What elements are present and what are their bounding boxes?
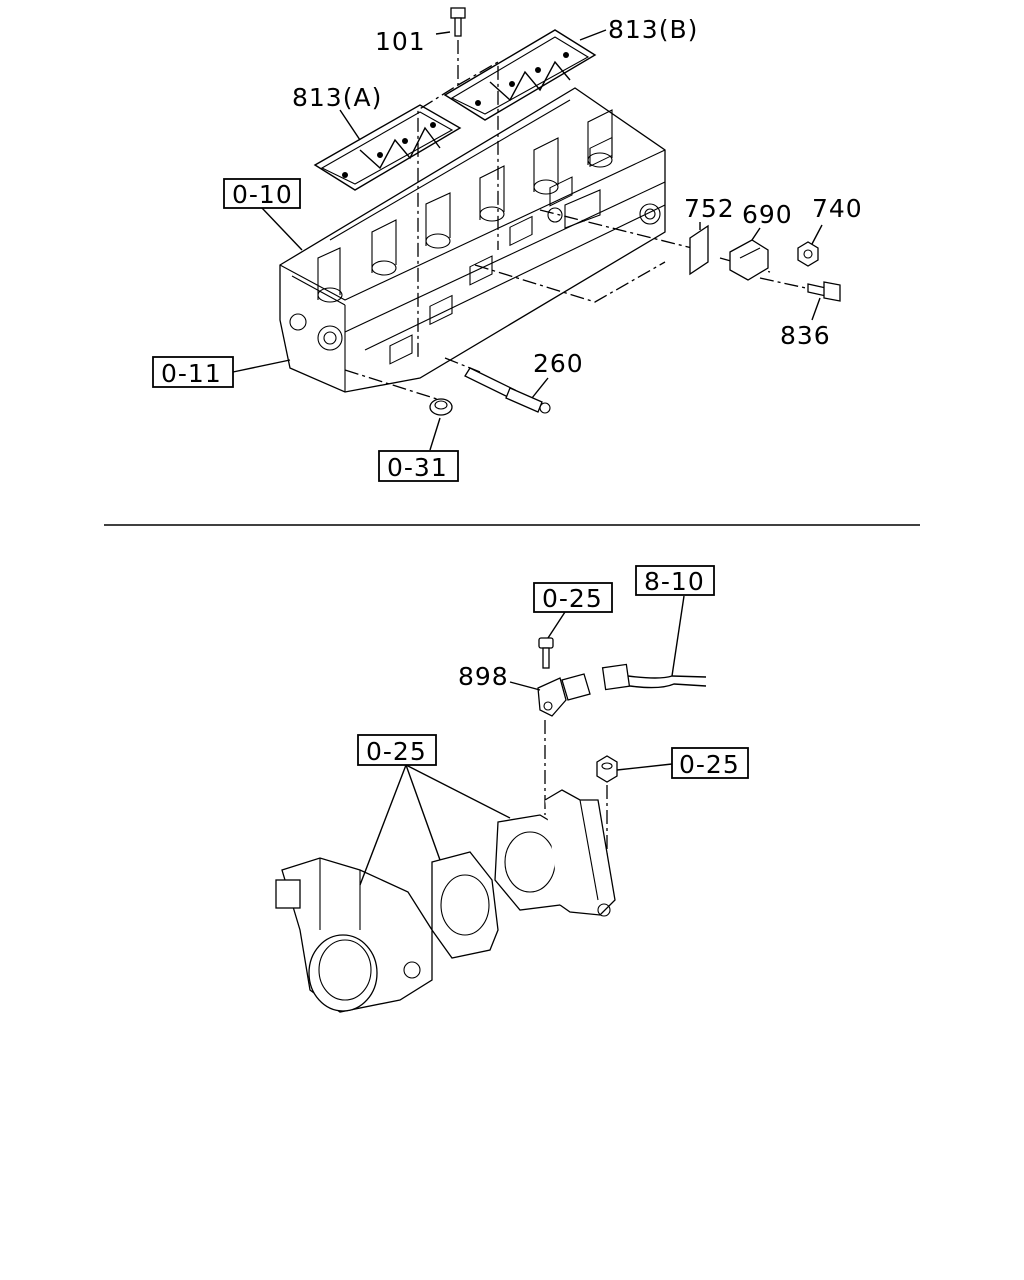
wiring-harness-813b [443,29,597,121]
label-813b: 813(B) [608,15,698,44]
gasket-752 [689,224,709,276]
ref-box-0-31: 0-31 [378,450,459,482]
leader-lines-upper [232,29,823,451]
svg-text:0-25: 0-25 [679,750,740,779]
nut-0-25 [596,755,618,783]
label-898: 898 [458,662,509,691]
label-101: 101 [375,27,426,56]
label-752: 752 [684,194,735,223]
svg-text:8-10: 8-10 [644,567,705,596]
sensor-898 [537,673,591,717]
bolt-0-25 [538,637,554,669]
sensor-690 [729,239,769,281]
throttle-body [275,857,433,1013]
label-260: 260 [533,349,584,378]
leader-lines-lower [359,611,673,886]
ref-box-0-10: 0-10 [223,178,301,209]
ref-box-0-25-left: 0-25 [357,734,437,766]
cam-towers [317,109,613,303]
svg-text:0-11: 0-11 [161,359,222,388]
bolt-836 [807,281,841,302]
harness-connector-8-10 [601,595,707,691]
label-740: 740 [812,194,863,223]
cylinder-head-assembly [279,87,666,393]
throttle-gasket [431,851,499,959]
ref-box-0-25-right: 0-25 [671,747,749,779]
label-690: 690 [742,200,793,229]
label-836: 836 [780,321,831,350]
glow-plug-260 [464,367,551,414]
ref-box-8-10: 8-10 [635,565,715,596]
svg-text:0-25: 0-25 [542,584,603,613]
plug-0-31 [429,398,453,416]
intake-manifold-elbow [494,789,616,917]
bolt-101 [450,7,466,37]
label-813a: 813(A) [292,83,382,112]
ref-box-0-25-top: 0-25 [533,582,613,613]
ref-box-0-11: 0-11 [152,356,234,388]
nut-740 [797,241,819,267]
svg-text:0-31: 0-31 [387,453,448,482]
svg-text:0-10: 0-10 [232,180,293,209]
svg-text:0-25: 0-25 [366,737,427,766]
wiring-harness-813a [313,104,462,191]
intake-ports [389,136,613,365]
